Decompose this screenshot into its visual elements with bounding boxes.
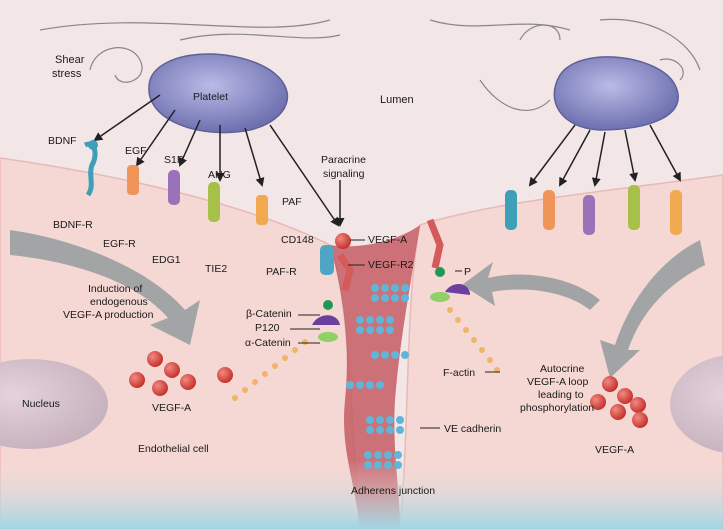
label-induction-1: Induction of bbox=[88, 283, 142, 295]
ve-cadherin-chains bbox=[346, 284, 409, 469]
label-shear-2: stress bbox=[52, 68, 82, 80]
leader-lines bbox=[290, 239, 500, 429]
nucleus-icon bbox=[0, 359, 108, 449]
label-autocrine-3: leading to bbox=[538, 389, 584, 401]
label-autocrine-4: phosphorylation bbox=[520, 402, 594, 414]
label-paracrine-1: Paracrine bbox=[321, 154, 366, 166]
label-nucleus: Nucleus bbox=[22, 398, 60, 410]
label-beta-catenin: β-Catenin bbox=[246, 308, 292, 320]
label-induction-3: VEGF-A production bbox=[63, 309, 154, 321]
label-ang: ANG bbox=[208, 169, 231, 181]
label-vegfa-left: VEGF-A bbox=[152, 402, 191, 414]
label-f-actin: F-actin bbox=[443, 367, 475, 379]
label-induction-2: endogenous bbox=[90, 296, 148, 308]
receptor-icon bbox=[83, 140, 354, 291]
label-egf-r: EGF-R bbox=[103, 238, 136, 250]
signal-arrow-icon bbox=[10, 230, 705, 378]
label-lumen: Lumen bbox=[380, 94, 414, 106]
label-vegfa-top: VEGF-A bbox=[368, 234, 407, 246]
label-bdnf: BDNF bbox=[48, 135, 77, 147]
nucleus-right-icon bbox=[670, 355, 723, 453]
label-alpha-catenin: α-Catenin bbox=[245, 337, 291, 349]
label-p120: P120 bbox=[255, 322, 280, 334]
label-vegfa-right: VEGF-A bbox=[595, 444, 634, 456]
label-platelet: Platelet bbox=[193, 91, 228, 103]
shear-stress-swirl-icon bbox=[39, 18, 701, 111]
platelet-signal-arrows bbox=[93, 94, 681, 227]
receptor-right-icon bbox=[426, 185, 682, 269]
label-tie2: TIE2 bbox=[205, 263, 227, 275]
vegf-dots bbox=[129, 233, 648, 428]
label-autocrine-2: VEGF-A loop bbox=[527, 376, 588, 388]
label-bdnf-r: BDNF-R bbox=[53, 219, 93, 231]
platelet-right-icon bbox=[553, 56, 679, 131]
label-vegfr2: VEGF-R2 bbox=[368, 259, 414, 271]
label-autocrine-1: Autocrine bbox=[540, 363, 585, 375]
label-cd148: CD148 bbox=[281, 234, 314, 246]
label-endothelial-cell: Endothelial cell bbox=[138, 443, 209, 455]
label-p: P bbox=[464, 266, 471, 278]
label-ve-cadherin: VE cadherin bbox=[444, 423, 501, 435]
label-paf: PAF bbox=[282, 196, 302, 208]
catenin-complex bbox=[312, 267, 470, 342]
basal-glow bbox=[0, 460, 723, 529]
label-edg1: EDG1 bbox=[152, 254, 181, 266]
platelet-icon bbox=[148, 53, 289, 134]
label-shear-1: Shear bbox=[55, 54, 85, 66]
label-paracrine-2: signaling bbox=[323, 168, 365, 180]
label-egf: EGF bbox=[125, 145, 147, 157]
label-s1p: S1P bbox=[164, 154, 184, 166]
label-adherens-junction: Adherens junction bbox=[351, 485, 435, 497]
label-paf-r: PAF-R bbox=[266, 266, 297, 278]
